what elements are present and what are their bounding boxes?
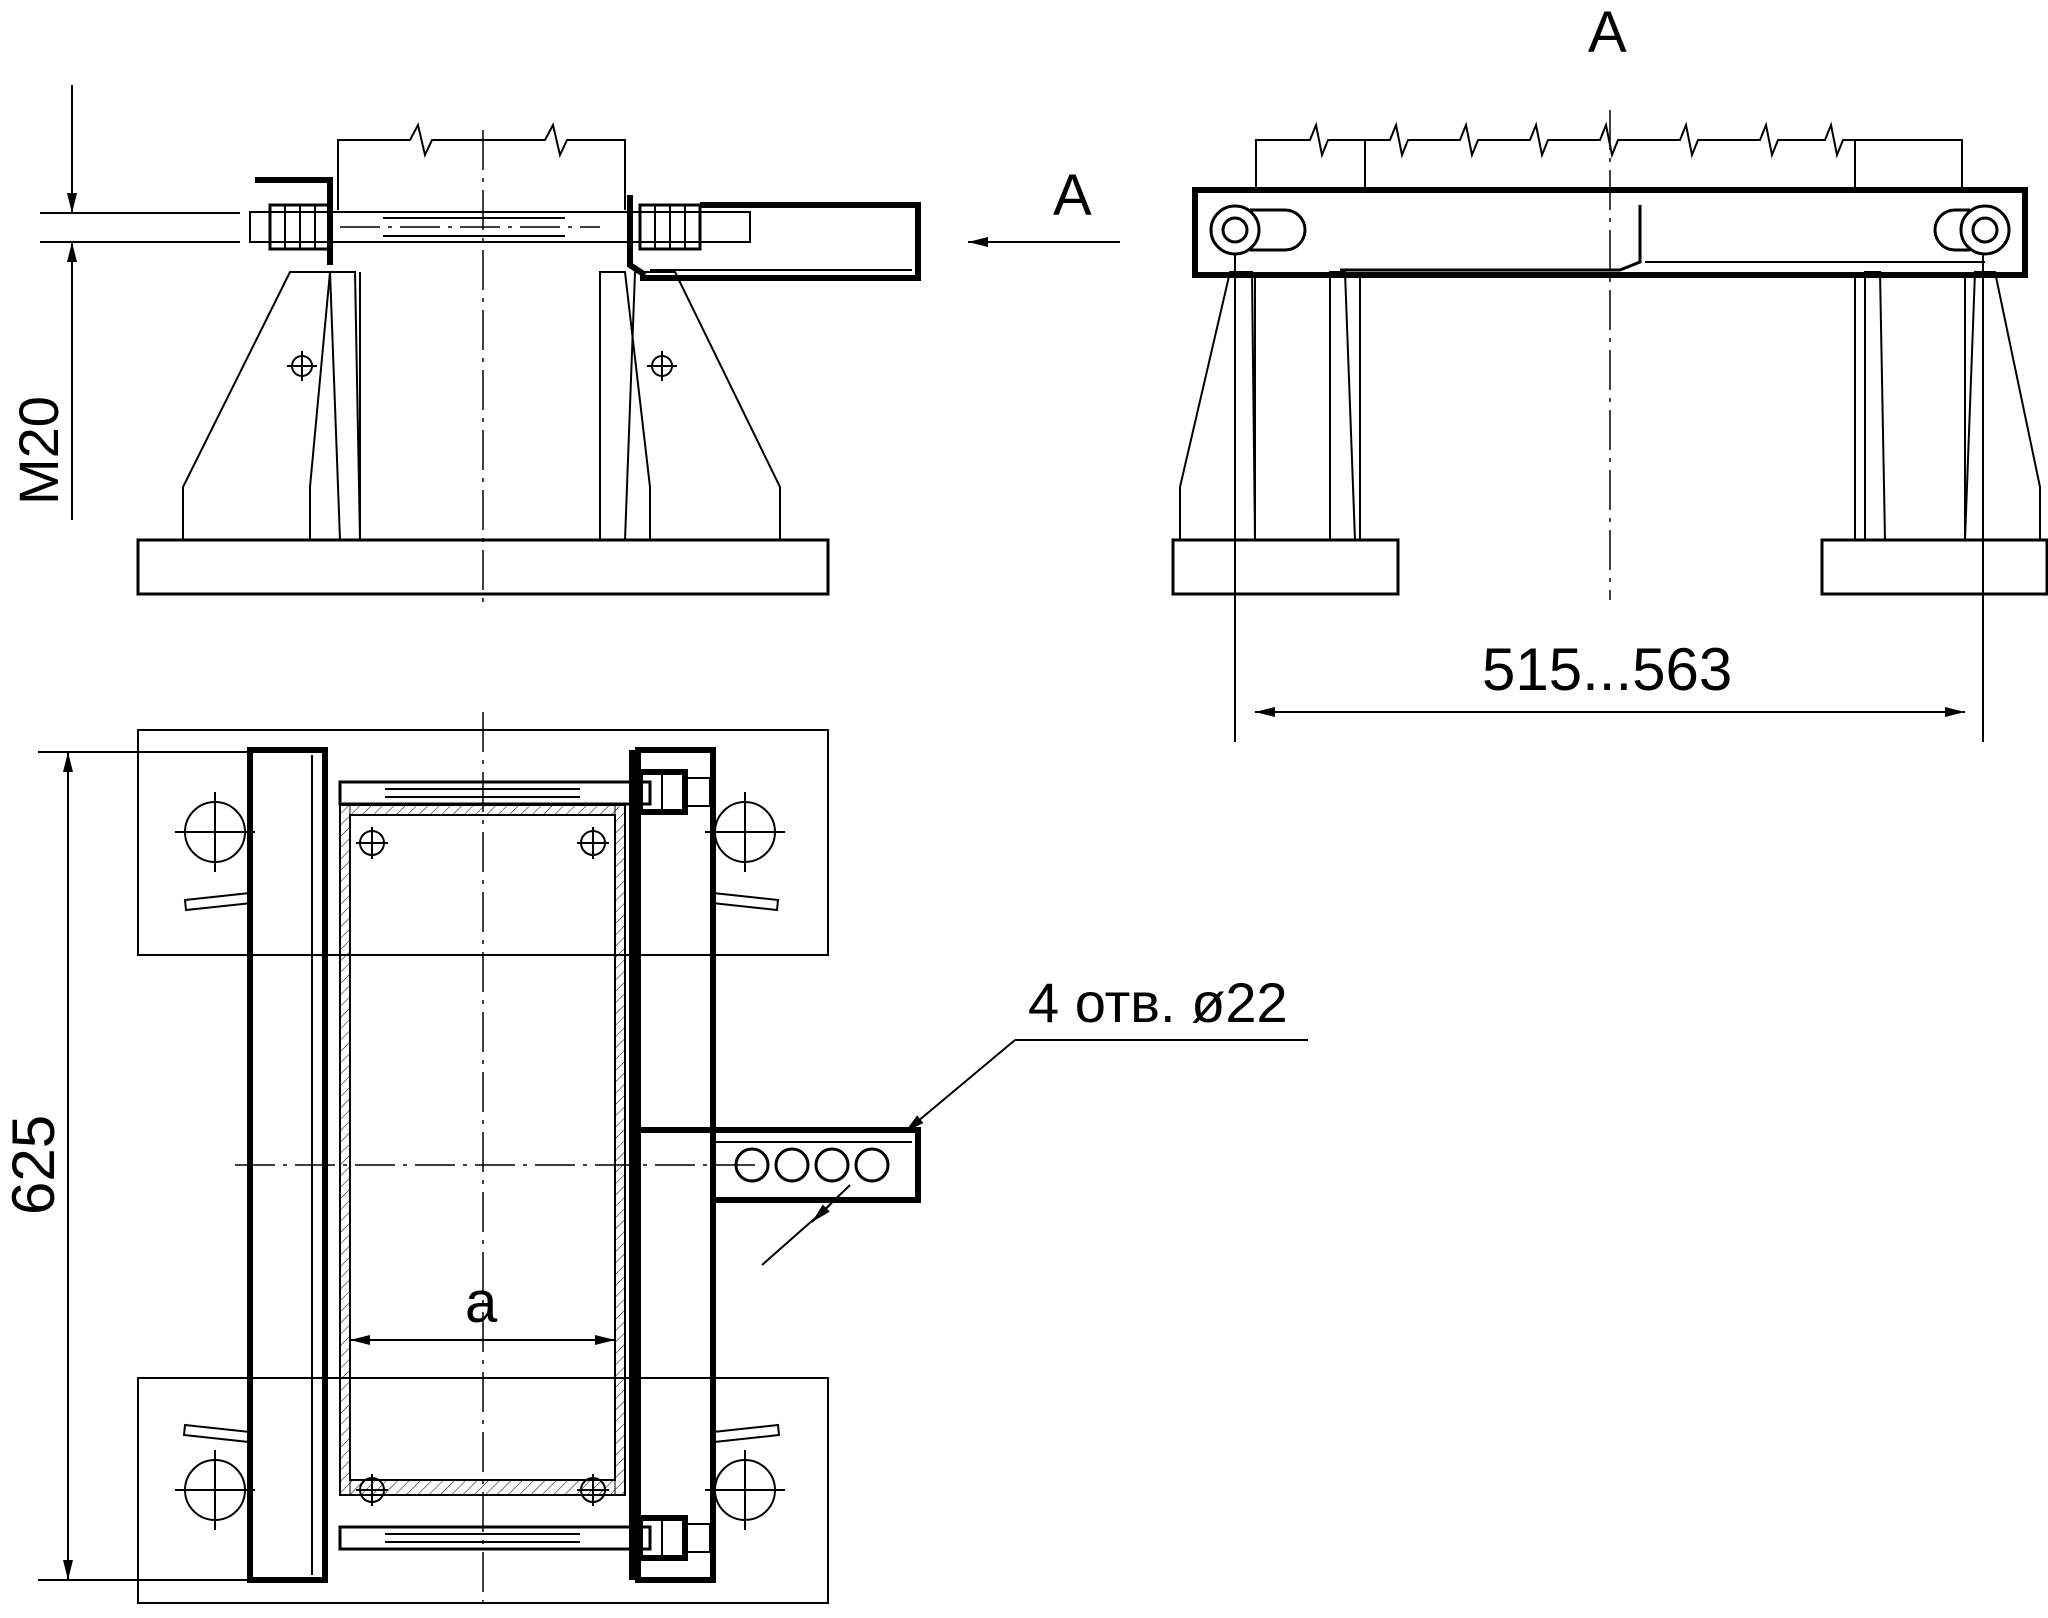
dim-length-label: 625 [0,1115,67,1215]
view-marker-top: А [1588,0,1627,65]
front-view [40,85,1120,608]
dim-a-label: a [465,1270,498,1335]
holes-callout-label: 4 отв. ø22 [1028,971,1288,1034]
dim-thread-label: М20 [7,396,70,505]
plan-view [38,712,1308,1610]
view-arrow-label: А [1053,163,1092,228]
side-view-a [1171,110,2048,742]
dim-width-range-label: 515...563 [1482,636,1732,703]
